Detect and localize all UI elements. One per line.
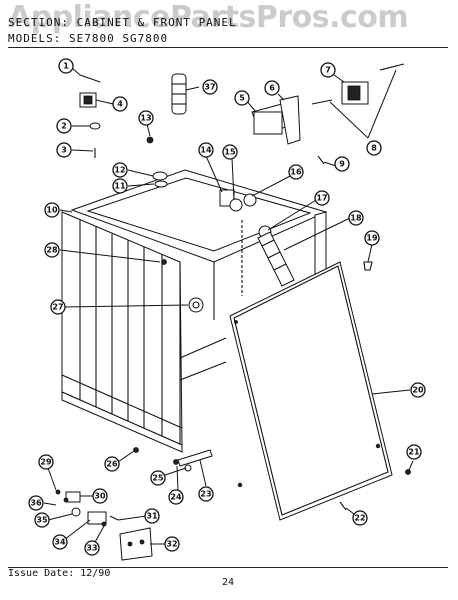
svg-text:12: 12 <box>114 166 125 175</box>
models-line: MODELS: SE7800 SG7800 <box>8 32 169 45</box>
svg-text:34: 34 <box>54 538 66 547</box>
svg-text:30: 30 <box>94 492 106 501</box>
callout-5: 5 <box>234 90 250 106</box>
callout-6: 6 <box>264 80 280 96</box>
svg-text:28: 28 <box>46 246 58 255</box>
svg-text:21: 21 <box>408 448 420 457</box>
callout-22: 22 <box>352 510 368 526</box>
svg-text:5: 5 <box>239 94 245 103</box>
callout-35: 35 <box>34 512 50 528</box>
callout-31: 31 <box>144 508 160 524</box>
callout-25: 25 <box>150 470 166 486</box>
svg-text:33: 33 <box>86 544 97 553</box>
watermark: AppliancePartsPros.com <box>8 0 409 35</box>
callout-33: 33 <box>84 540 100 556</box>
callout-3: 3 <box>56 142 72 158</box>
callout-2: 2 <box>56 118 72 134</box>
callout-8: 8 <box>366 140 382 156</box>
footer-divider <box>8 567 448 568</box>
svg-text:6: 6 <box>269 84 275 93</box>
callout-1: 1 <box>58 58 74 74</box>
svg-text:9: 9 <box>339 160 345 169</box>
callout-17: 17 <box>314 190 330 206</box>
svg-text:8: 8 <box>371 144 377 153</box>
svg-text:11: 11 <box>114 182 126 191</box>
svg-text:27: 27 <box>52 303 63 312</box>
header-divider <box>8 47 448 48</box>
callout-27: 27 <box>50 299 66 315</box>
svg-text:10: 10 <box>46 206 58 215</box>
callout-15: 15 <box>222 144 238 160</box>
callout-28: 28 <box>44 242 60 258</box>
section-title: SECTION: CABINET & FRONT PANEL <box>8 16 237 29</box>
callout-32: 32 <box>164 536 180 552</box>
svg-text:17: 17 <box>316 194 327 203</box>
callout-12: 12 <box>112 162 128 178</box>
svg-text:15: 15 <box>224 148 236 157</box>
callout-20: 20 <box>410 382 426 398</box>
callout-23: 23 <box>198 486 214 502</box>
svg-text:2: 2 <box>61 122 67 131</box>
page-number: 24 <box>222 577 235 588</box>
svg-text:14: 14 <box>200 146 212 155</box>
callout-10: 10 <box>44 202 60 218</box>
callout-26: 26 <box>104 456 120 472</box>
svg-text:4: 4 <box>117 100 123 109</box>
callout-9: 9 <box>334 156 350 172</box>
svg-text:36: 36 <box>30 499 42 508</box>
callout-24: 24 <box>168 489 184 505</box>
callout-14: 14 <box>198 142 214 158</box>
svg-text:29: 29 <box>40 458 52 467</box>
callout-21: 21 <box>406 444 422 460</box>
svg-text:37: 37 <box>204 83 215 92</box>
svg-text:22: 22 <box>354 514 365 523</box>
svg-text:24: 24 <box>170 493 182 502</box>
svg-text:23: 23 <box>200 490 211 499</box>
callout-19: 19 <box>364 230 380 246</box>
callout-36: 36 <box>28 495 44 511</box>
callout-bubbles: 1 2 3 4 5 6 7 8 9 10 11 12 13 14 15 16 1… <box>28 58 426 556</box>
callout-13: 13 <box>138 110 154 126</box>
callout-16: 16 <box>288 164 304 180</box>
svg-text:13: 13 <box>140 114 151 123</box>
svg-text:31: 31 <box>146 512 158 521</box>
callout-37: 37 <box>202 79 218 95</box>
svg-text:1: 1 <box>63 62 69 71</box>
svg-text:35: 35 <box>36 516 48 525</box>
svg-text:20: 20 <box>412 386 424 395</box>
issue-date: Issue Date: 12/90 <box>8 568 111 579</box>
svg-text:3: 3 <box>61 146 67 155</box>
svg-text:7: 7 <box>325 66 331 75</box>
callout-7: 7 <box>320 62 336 78</box>
svg-text:19: 19 <box>366 234 378 243</box>
callout-4: 4 <box>112 96 128 112</box>
svg-text:26: 26 <box>106 460 118 469</box>
svg-text:25: 25 <box>152 474 164 483</box>
callout-30: 30 <box>92 488 108 504</box>
callout-11: 11 <box>112 178 128 194</box>
svg-text:16: 16 <box>290 168 302 177</box>
callout-34: 34 <box>52 534 68 550</box>
front-panel <box>229 261 393 521</box>
svg-text:32: 32 <box>166 540 177 549</box>
svg-text:18: 18 <box>350 214 362 223</box>
callout-18: 18 <box>348 210 364 226</box>
callout-29: 29 <box>38 454 54 470</box>
leader-lines <box>43 67 414 545</box>
